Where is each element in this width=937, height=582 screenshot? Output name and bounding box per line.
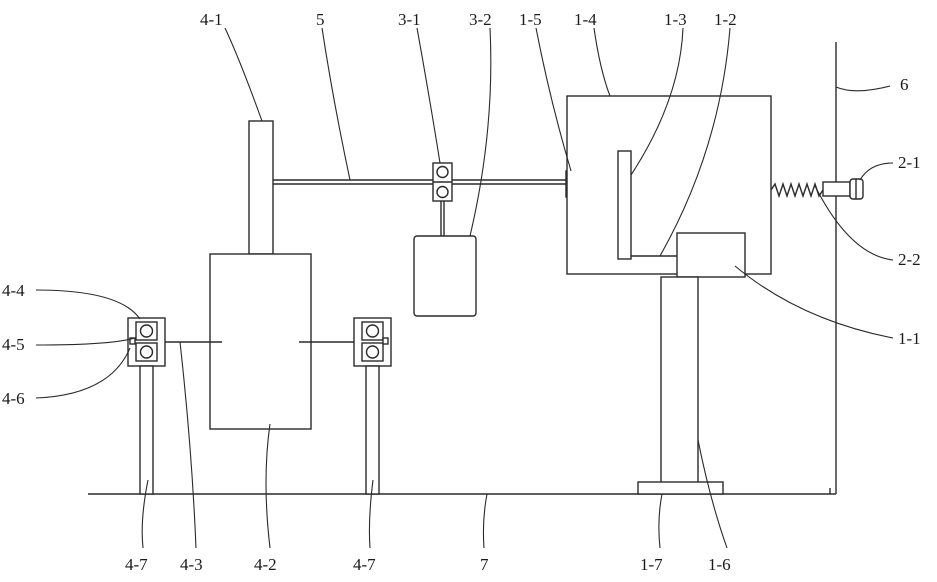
support-left-4-7 xyxy=(140,366,153,494)
label-1-6: 1-6 xyxy=(708,555,731,574)
label-4-5: 4-5 xyxy=(2,335,25,354)
label-4-7-right: 4-7 xyxy=(353,555,376,574)
motor-column-4-1 xyxy=(249,121,273,254)
label-4-3: 4-3 xyxy=(180,555,203,574)
label-2-1: 2-1 xyxy=(898,153,921,172)
label-4-6: 4-6 xyxy=(2,389,25,408)
label-1-4: 1-4 xyxy=(574,10,597,29)
label-4-1: 4-1 xyxy=(200,10,223,29)
label-7: 7 xyxy=(480,555,489,574)
bearing-stack-right xyxy=(354,318,391,366)
label-1-1: 1-1 xyxy=(898,329,921,348)
label-5: 5 xyxy=(316,10,325,29)
plate-1-3 xyxy=(618,151,631,259)
label-1-5: 1-5 xyxy=(519,10,542,29)
label-1-3: 1-3 xyxy=(664,10,687,29)
weight-3-2 xyxy=(414,236,476,316)
spring-2-2 xyxy=(771,184,823,196)
gearbox-4-2 xyxy=(210,254,311,429)
label-1-2: 1-2 xyxy=(714,10,737,29)
label-6: 6 xyxy=(900,75,909,94)
block-1-1 xyxy=(677,233,745,277)
label-4-4: 4-4 xyxy=(2,281,25,300)
support-right-4-7 xyxy=(366,366,379,494)
label-4-7-left: 4-7 xyxy=(125,555,148,574)
label-1-7: 1-7 xyxy=(640,555,663,574)
bearing-stack-left xyxy=(128,318,165,366)
label-2-2: 2-2 xyxy=(898,250,921,269)
label-3-1: 3-1 xyxy=(398,10,421,29)
bolt-2-1 xyxy=(823,179,863,199)
label-4-2: 4-2 xyxy=(254,555,277,574)
bearing-3-1 xyxy=(433,163,452,201)
column-1-6 xyxy=(661,277,698,483)
label-3-2: 3-2 xyxy=(469,10,492,29)
